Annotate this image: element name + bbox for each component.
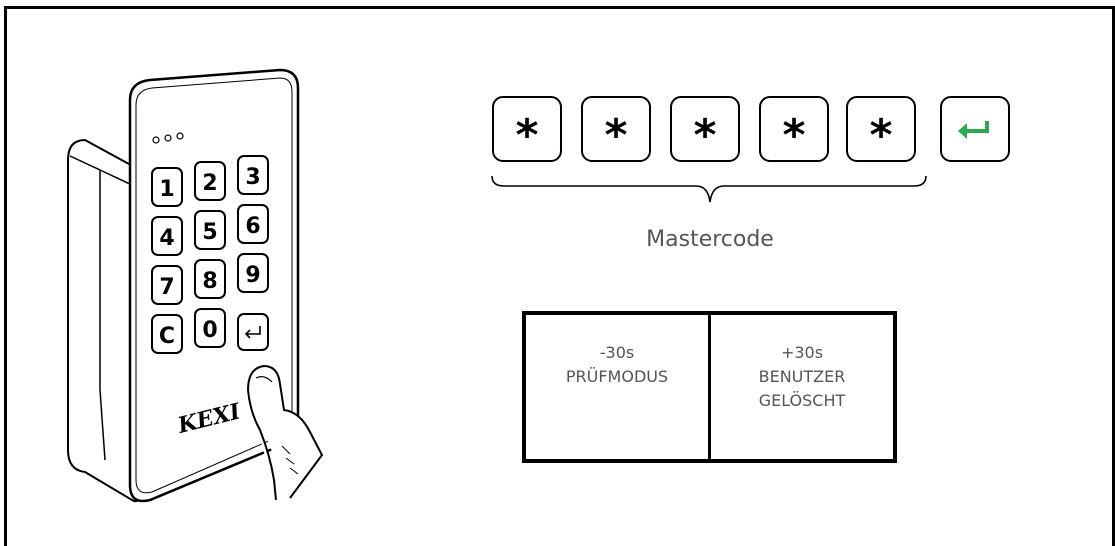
star-key: * [581, 96, 651, 162]
device-key-label: 8 [202, 269, 217, 294]
star-key-label: * [604, 110, 628, 161]
device-key-label: 2 [202, 171, 217, 196]
device-key: 2 [194, 161, 226, 201]
users-deleted-label-1: BENUTZER [758, 367, 846, 386]
star-key-label: * [693, 110, 717, 161]
device-key-label: 3 [245, 165, 260, 190]
device-key-label: 1 [159, 177, 174, 202]
star-key: * [759, 96, 829, 162]
test-mode-cell: -30s PRÜFMODUS [526, 315, 711, 459]
timing-table: -30s PRÜFMODUS +30s BENUTZER GELÖSCHT [522, 311, 897, 463]
device-key: 3 [237, 155, 269, 195]
device-key-label: 4 [159, 226, 174, 251]
enter-arrow-icon [958, 121, 989, 139]
device-key-label: 9 [245, 263, 260, 288]
star-key: * [670, 96, 740, 162]
device-key: 4 [151, 216, 183, 256]
star-key: * [492, 96, 562, 162]
led-indicator [164, 134, 172, 142]
diagram-frame [4, 6, 1115, 546]
star-key-label: * [782, 110, 806, 161]
device-key-label: C [159, 324, 175, 349]
enter-key [940, 96, 1010, 162]
users-deleted-time: +30s [780, 343, 824, 362]
device-enter-key [237, 313, 269, 351]
device-key: C [151, 314, 183, 354]
device-key: 6 [237, 204, 269, 244]
device-key-label: 6 [245, 214, 260, 239]
mastercode-label: Mastercode [646, 227, 774, 252]
star-key: * [846, 96, 916, 162]
test-mode-time: -30s [599, 343, 635, 362]
device-key: 1 [151, 167, 183, 207]
users-deleted-label-2: GELÖSCHT [758, 391, 846, 410]
device-key: 0 [194, 308, 226, 348]
device-key-label: 5 [202, 220, 217, 245]
mastercode-brace [491, 175, 927, 203]
device-key-label: 7 [159, 275, 174, 300]
device-key: 9 [237, 253, 269, 293]
star-key-label: * [869, 110, 893, 161]
users-deleted-cell: +30s BENUTZER GELÖSCHT [711, 315, 893, 459]
device-key: 7 [151, 265, 183, 305]
test-mode-label: PRÜFMODUS [565, 367, 669, 386]
led-indicator [176, 132, 184, 140]
led-indicator [152, 136, 160, 144]
device-key: 8 [194, 259, 226, 299]
device-key-label: 0 [202, 318, 217, 343]
star-key-label: * [515, 110, 539, 161]
device-key: 5 [194, 210, 226, 250]
finger-illustration [247, 364, 324, 501]
